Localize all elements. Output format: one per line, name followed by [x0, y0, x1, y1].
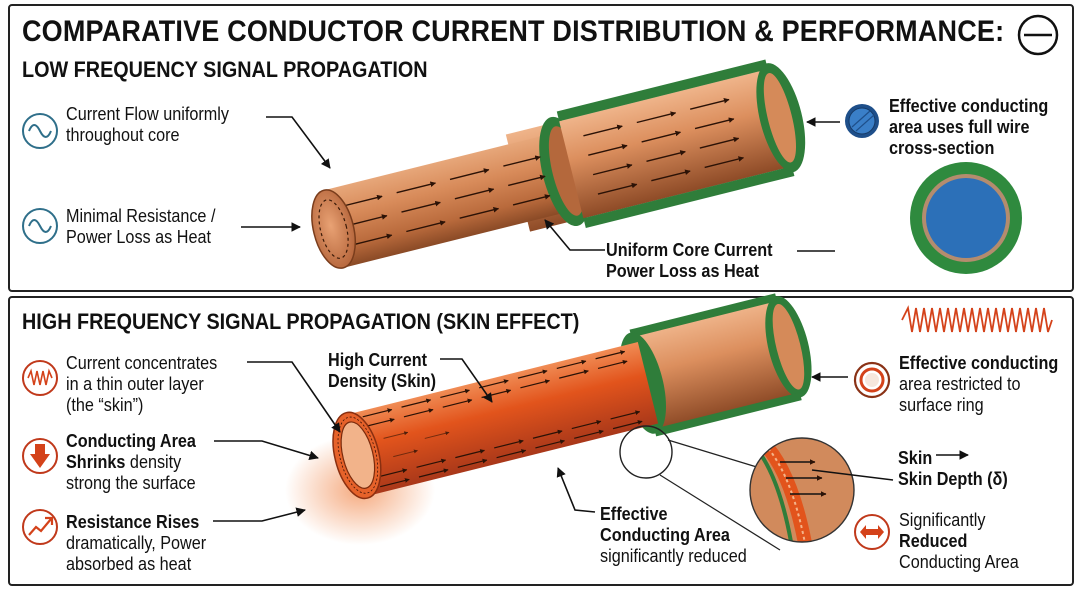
ring-icon — [853, 361, 891, 399]
callout-area-shrinks: Conducting Area Shrinks density strong t… — [66, 431, 196, 494]
callout-line: Skin — [898, 448, 933, 468]
high-frequency-wave-icon — [901, 305, 1053, 333]
callout-line: Significantly — [899, 510, 986, 530]
callout-line: in a thin outer layer — [66, 374, 204, 394]
callout-line: Conducting Area — [899, 552, 1019, 572]
minus-circle-icon — [1017, 14, 1059, 56]
high-frequency-conductor — [285, 293, 812, 551]
callout-line: Effective conducting — [889, 96, 1049, 116]
high-leader-lines — [213, 358, 969, 522]
callout-minimal-resistance: Minimal Resistance / Power Loss as Heat — [66, 206, 215, 248]
callout-current-flow: Current Flow uniformly throughout core — [66, 104, 229, 146]
low-cross-section — [910, 162, 1022, 274]
dense-wave-icon — [22, 360, 58, 396]
callout-line: Uniform Core Current — [606, 240, 773, 260]
callout-line: surface ring — [899, 395, 984, 415]
callout-line: Resistance Rises — [66, 512, 200, 532]
blue-disc-icon — [845, 104, 879, 138]
callout-line: (the “skin”) — [66, 395, 144, 415]
callout-line: Power Loss as Heat — [606, 261, 760, 281]
high-frequency-heading: HIGH FREQUENCY SIGNAL PROPAGATION (SKIN … — [22, 309, 580, 334]
callout-line: area restricted to — [899, 374, 1021, 394]
callout-uniform-core: Uniform Core Current Power Loss as Heat — [606, 240, 773, 282]
sine-wave-icon — [22, 208, 58, 244]
callout-concentrates: Current concentrates in a thin outer lay… — [66, 353, 217, 416]
callout-line: Density (Skin) — [328, 371, 437, 391]
callout-line: Minimal Resistance / — [66, 206, 216, 226]
callout-resistance-rises: Resistance Rises dramatically, Power abs… — [66, 512, 206, 575]
double-arrow-icon — [854, 514, 890, 550]
callout-line: area uses full wire — [889, 117, 1030, 137]
low-frequency-heading: LOW FREQUENCY SIGNAL PROPAGATION — [22, 57, 428, 82]
callout-high-density: High Current Density (Skin) — [328, 350, 436, 392]
callout-significantly-reduced: Significantly Reduced Conducting Area — [899, 510, 1019, 573]
callout-restricted: Effective conducting area restricted to … — [899, 353, 1058, 416]
low-frequency-conductor — [311, 59, 806, 269]
callout-line: Power Loss as Heat — [66, 227, 211, 247]
callout-line: significantly reduced — [600, 546, 747, 566]
page-title: COMPARATIVE CONDUCTOR CURRENT DISTRIBUTI… — [22, 15, 1005, 48]
callout-line: absorbed as heat — [66, 554, 192, 574]
callout-line: Conducting Area — [66, 431, 196, 451]
callout-line: strong the surface — [66, 473, 196, 493]
callout-bold: Shrinks — [66, 452, 126, 472]
callout-skin: Skin Skin Depth (δ) — [898, 448, 1008, 490]
callout-line: Effective conducting — [899, 353, 1059, 373]
callout-line: dramatically, Power — [66, 533, 207, 553]
callout-line: Conducting Area — [600, 525, 730, 545]
callout-line: Reduced — [899, 531, 968, 551]
callout-line: Current Flow uniformly — [66, 104, 229, 124]
callout-line: Current concentrates — [66, 353, 218, 373]
skin-depth-zoom — [749, 437, 855, 543]
callout-line: Effective — [600, 504, 668, 524]
callout-effective-area-full: Effective conducting area uses full wire… — [889, 96, 1048, 159]
low-leader-lines — [241, 116, 840, 252]
callout-line: throughout core — [66, 125, 180, 145]
callout-text: density — [125, 452, 182, 472]
down-arrow-icon — [22, 438, 58, 474]
callout-line: cross-section — [889, 138, 995, 158]
callout-effective-reduced: Effective Conducting Area significantly … — [600, 504, 747, 567]
callout-line: Skin Depth (δ) — [898, 469, 1008, 489]
rising-graph-icon — [22, 509, 58, 545]
sine-wave-icon — [22, 113, 58, 149]
callout-line: High Current — [328, 350, 427, 370]
